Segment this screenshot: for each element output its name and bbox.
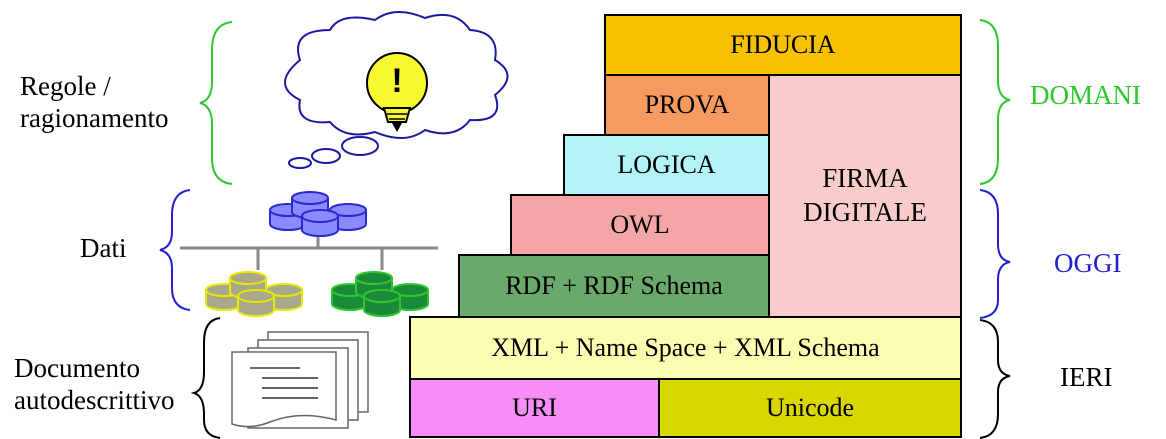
exclamation-mark: ! <box>391 62 403 100</box>
layer-fiducia: FIDUCIA <box>604 14 962 76</box>
ieri-label: IERI <box>1060 362 1113 392</box>
layer-logica: LOGICA <box>563 134 770 196</box>
layer-firma-label-line2: DIGITALE <box>803 197 927 227</box>
right-brace-black <box>979 319 1011 439</box>
layer-fiducia-label: FIDUCIA <box>730 30 836 59</box>
rules-label: Regole / ragionamento <box>20 70 168 135</box>
light-bulb-icon <box>366 52 428 132</box>
document-stack-icon <box>231 331 369 429</box>
layer-xml-label: XML + Name Space + XML Schema <box>491 333 880 362</box>
document-label-line2: autodescrittivo <box>14 385 175 416</box>
layer-uri: URI <box>409 378 660 438</box>
layer-prova-label: PROVA <box>644 90 730 119</box>
layer-uri-label: URI <box>512 393 557 422</box>
layer-xml: XML + Name Space + XML Schema <box>409 316 962 380</box>
document-label-line1: Documento <box>14 353 140 383</box>
layer-owl: OWL <box>510 194 770 256</box>
layer-logica-label: LOGICA <box>617 150 716 179</box>
database-network-icon <box>180 191 438 317</box>
right-brace-blue <box>979 189 1011 319</box>
document-label: Documento autodescrittivo <box>14 352 174 417</box>
right-brace-green <box>979 19 1011 185</box>
left-brace-black <box>190 317 221 439</box>
left-brace-blue <box>159 189 191 311</box>
layer-rdf: RDF + RDF Schema <box>458 254 770 318</box>
rules-label-line1: Regole / <box>20 71 111 101</box>
layer-unicode: Unicode <box>658 378 962 438</box>
layer-prova: PROVA <box>604 74 770 136</box>
domani-label: DOMANI <box>1030 80 1141 110</box>
left-brace-green <box>199 21 233 185</box>
layer-owl-label: OWL <box>610 210 670 239</box>
rules-label-line2: ragionamento <box>20 103 169 134</box>
layer-firma-label-line1: FIRMA <box>822 163 908 194</box>
oggi-label: OGGI <box>1054 248 1122 278</box>
layer-unicode-label: Unicode <box>765 393 855 422</box>
layer-firma-digitale: FIRMA DIGITALE <box>768 74 962 318</box>
data-label: Dati <box>80 233 127 263</box>
layer-rdf-label: RDF + RDF Schema <box>505 271 723 300</box>
